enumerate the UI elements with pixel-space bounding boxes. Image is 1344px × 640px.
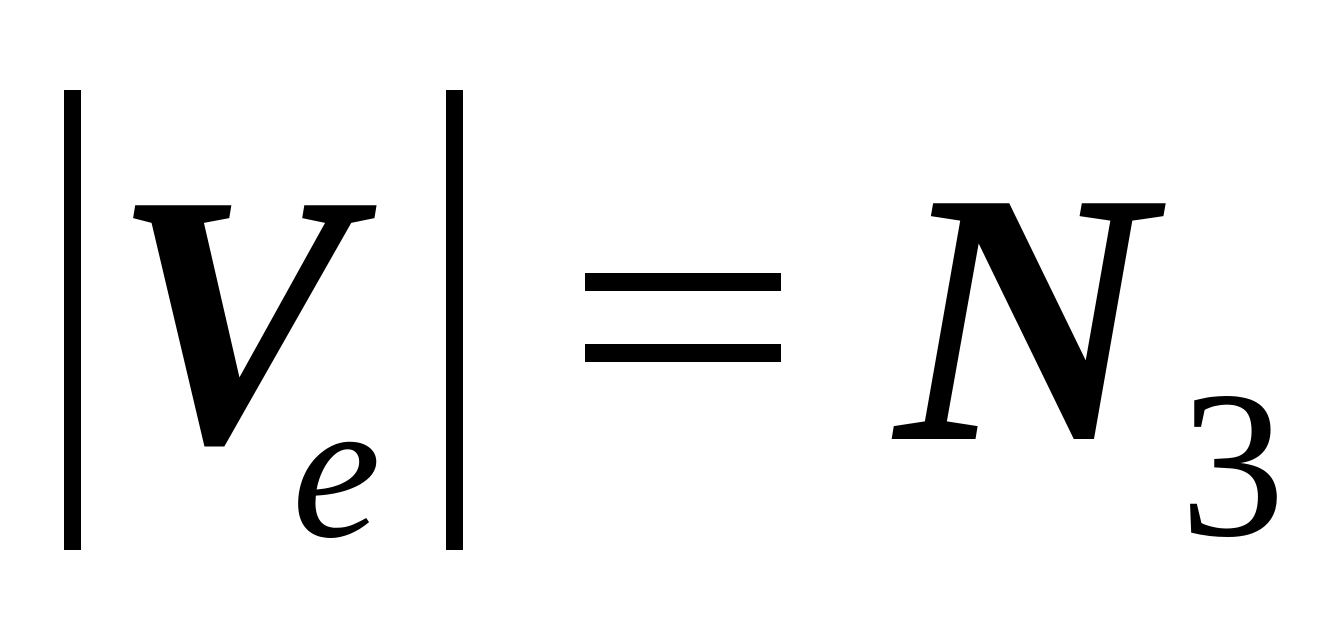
subscript-3: 3 (1180, 349, 1285, 581)
variable-v: V (112, 120, 353, 519)
equals-bottom-line (585, 344, 781, 362)
subscript-e: e (292, 359, 381, 580)
variable-n: N (895, 118, 1155, 517)
absolute-value-right-bar (446, 90, 463, 550)
absolute-value-left-bar (64, 90, 81, 550)
equals-top-line (585, 273, 781, 291)
